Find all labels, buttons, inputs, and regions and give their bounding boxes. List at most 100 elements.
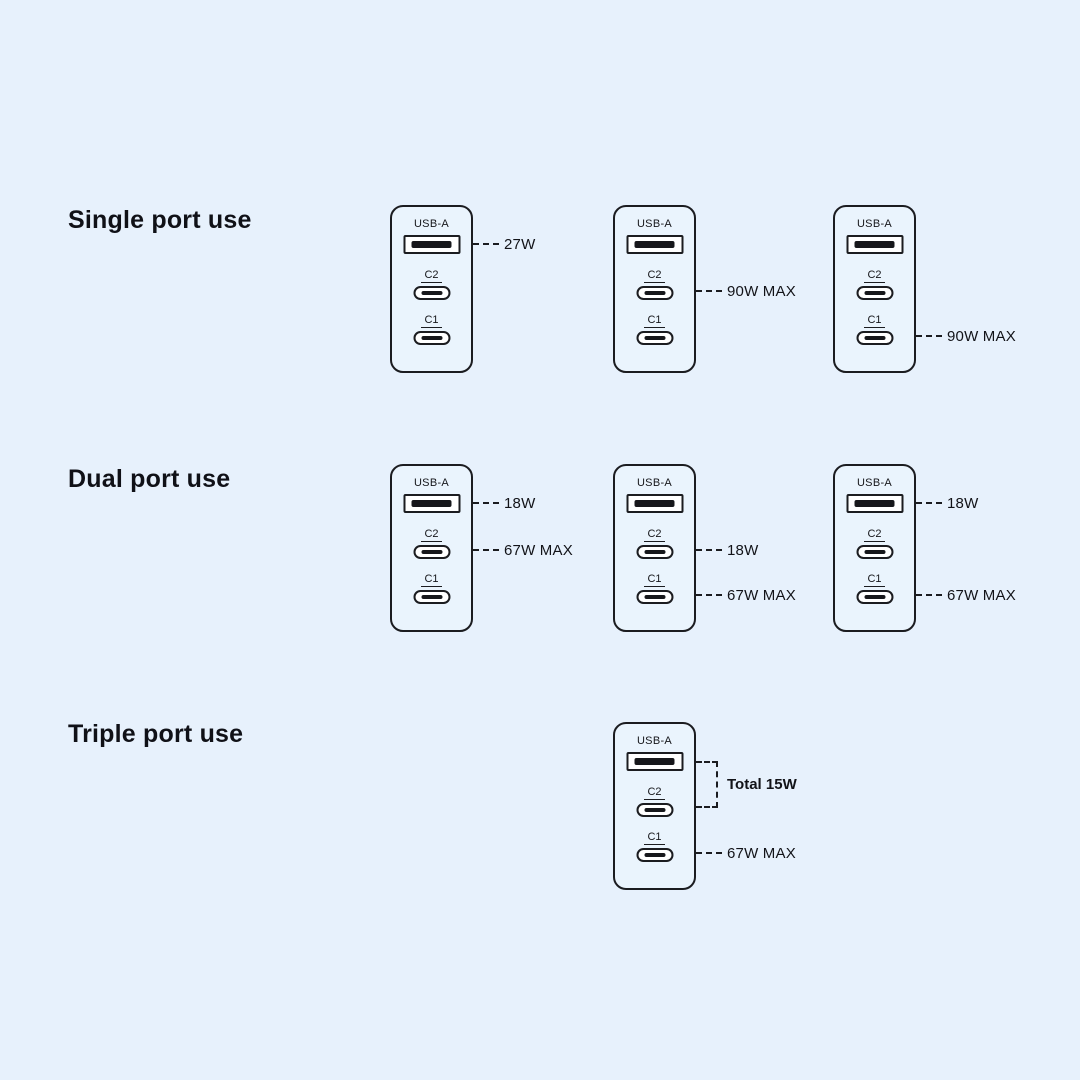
usb-c-pin-icon: [421, 291, 442, 295]
usb-c-pin-icon: [864, 550, 885, 554]
callout-dash-line: [916, 594, 942, 596]
charger-dual-3: USB-A C2 C1: [833, 464, 916, 632]
usb-c-pin-icon: [421, 595, 442, 599]
usb-a-pin-icon: [411, 241, 452, 248]
c2-port-label: C2: [615, 269, 694, 283]
callout-single-2-c2: 90W MAX: [696, 281, 796, 301]
callout-dash-line: [916, 502, 942, 504]
callout-wattage: 90W MAX: [727, 282, 796, 300]
usb-a-port-icon: [403, 494, 460, 513]
usb-c2-port-icon: [413, 545, 450, 559]
callout-wattage: 67W MAX: [727, 844, 796, 862]
usb-a-port-icon: [846, 235, 903, 254]
usb-c1-port-icon: [856, 590, 893, 604]
usb-a-port-label: USB-A: [636, 218, 673, 230]
usb-a-port-icon: [846, 494, 903, 513]
usb-a-pin-icon: [634, 500, 675, 507]
section-title-triple-port-use: Triple port use: [68, 720, 244, 748]
section-title-single-port-use: Single port use: [68, 206, 252, 234]
usb-a-port-icon: [626, 235, 683, 254]
usb-c1-port-icon: [636, 590, 673, 604]
usb-c-pin-icon: [864, 291, 885, 295]
usb-a-pin-icon: [634, 758, 675, 765]
usb-a-port-label: USB-A: [413, 218, 450, 230]
usb-a-port-label: USB-A: [856, 218, 893, 230]
usb-c-pin-icon: [864, 336, 885, 340]
callout-triple-total: Total 15W: [727, 775, 797, 793]
usb-a-port-label: USB-A: [636, 735, 673, 747]
callout-dual-2-c1: 67W MAX: [696, 585, 796, 605]
usb-c-pin-icon: [421, 336, 442, 340]
usb-c2-port-icon: [636, 545, 673, 559]
usb-c2-port-icon: [856, 545, 893, 559]
usb-c1-port-icon: [413, 331, 450, 345]
c1-port-label: C1: [615, 573, 694, 587]
callout-dual-3-c1: 67W MAX: [916, 585, 1016, 605]
callout-wattage: 18W: [727, 541, 759, 559]
usb-c2-port-icon: [636, 286, 673, 300]
callout-triple-c1: 67W MAX: [696, 843, 796, 863]
usb-c-pin-icon: [644, 550, 665, 554]
callout-dash-line: [473, 502, 499, 504]
charger-triple-1: USB-A C2 C1: [613, 722, 696, 890]
usb-a-port-label: USB-A: [856, 477, 893, 489]
usb-a-pin-icon: [854, 241, 895, 248]
callout-wattage: 67W MAX: [504, 541, 573, 559]
callout-dash-line: [473, 549, 499, 551]
c2-port-label: C2: [835, 528, 914, 542]
callout-single-3-c1: 90W MAX: [916, 326, 1016, 346]
total-bracket-dashed: [696, 761, 718, 808]
c1-port-label: C1: [615, 831, 694, 845]
callout-dash-line: [696, 852, 722, 854]
c1-port-label: C1: [392, 314, 471, 328]
callout-dual-3-usba: 18W: [916, 493, 978, 513]
usb-c1-port-icon: [636, 848, 673, 862]
usb-c-pin-icon: [644, 853, 665, 857]
usb-a-pin-icon: [854, 500, 895, 507]
callout-dash-line: [696, 594, 722, 596]
callout-wattage: 18W: [504, 494, 536, 512]
usb-a-port-icon: [626, 494, 683, 513]
callout-dual-1-c2: 67W MAX: [473, 540, 573, 560]
usb-c-pin-icon: [644, 595, 665, 599]
callout-wattage: 67W MAX: [947, 586, 1016, 604]
usb-c-pin-icon: [644, 808, 665, 812]
callout-dual-2-c2: 18W: [696, 540, 758, 560]
c2-port-label: C2: [615, 786, 694, 800]
c2-port-label: C2: [392, 269, 471, 283]
callout-dash-line: [696, 549, 722, 551]
callout-wattage: 90W MAX: [947, 327, 1016, 345]
callout-single-1-usba: 27W: [473, 234, 535, 254]
charger-single-3: USB-A C2 C1: [833, 205, 916, 373]
c2-port-label: C2: [835, 269, 914, 283]
usb-c1-port-icon: [413, 590, 450, 604]
callout-dual-1-usba: 18W: [473, 493, 535, 513]
usb-c-pin-icon: [644, 291, 665, 295]
usb-c-pin-icon: [421, 550, 442, 554]
c1-port-label: C1: [835, 314, 914, 328]
callout-wattage: 27W: [504, 235, 536, 253]
charger-dual-1: USB-A C2 C1: [390, 464, 473, 632]
usb-c-pin-icon: [864, 595, 885, 599]
charger-single-1: USB-A C2 C1: [390, 205, 473, 373]
callout-dash-line: [473, 243, 499, 245]
usb-c1-port-icon: [636, 331, 673, 345]
c1-port-label: C1: [392, 573, 471, 587]
callout-dash-line: [696, 290, 722, 292]
c2-port-label: C2: [615, 528, 694, 542]
charger-dual-2: USB-A C2 C1: [613, 464, 696, 632]
callout-wattage: 18W: [947, 494, 979, 512]
usb-a-pin-icon: [634, 241, 675, 248]
usb-a-port-label: USB-A: [636, 477, 673, 489]
c1-port-label: C1: [615, 314, 694, 328]
callout-wattage: 67W MAX: [727, 586, 796, 604]
usb-a-port-label: USB-A: [413, 477, 450, 489]
usb-a-pin-icon: [411, 500, 452, 507]
section-title-dual-port-use: Dual port use: [68, 465, 231, 493]
c1-port-label: C1: [835, 573, 914, 587]
usb-c2-port-icon: [636, 803, 673, 817]
usb-a-port-icon: [403, 235, 460, 254]
usb-c1-port-icon: [856, 331, 893, 345]
c2-port-label: C2: [392, 528, 471, 542]
